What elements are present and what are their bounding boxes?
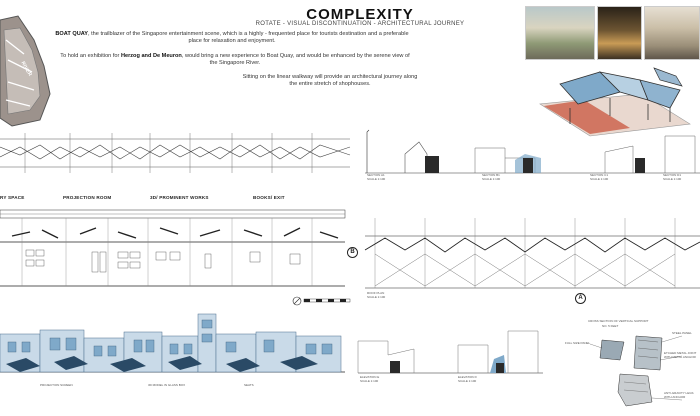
- roof-plan-label: ROOF PLAN: [367, 291, 385, 295]
- street-label-model: 3D MODEL IN GLASS BOX: [148, 383, 186, 387]
- photo-walkway-day: [525, 6, 595, 60]
- section-a1-label: SECTION A1: [367, 173, 385, 177]
- detail-subtitle: NO. 5 FEET: [602, 324, 619, 328]
- street-elevation: [0, 313, 345, 373]
- ground-floor-plan: [0, 209, 346, 287]
- street-label-seats: SEATS: [244, 383, 254, 387]
- intro-paragraph-2: To hold an exhibition for Herzog and De …: [60, 53, 410, 67]
- site-map: [0, 15, 51, 127]
- elevations-pair: [357, 330, 543, 374]
- canopy-sketch: [539, 67, 691, 137]
- section-b1-label: SECTION B1: [482, 173, 500, 177]
- sections-strip: [365, 129, 700, 174]
- intro-p1-text: , the trailblazer of the Singapore enter…: [88, 31, 409, 45]
- marker-a: A: [575, 293, 586, 304]
- zone-label-2: PROJECTION ROOM: [63, 195, 112, 200]
- page-title: COMPLEXITY: [306, 6, 414, 23]
- detail-annotation-steel: STEEL PANEL: [672, 331, 692, 335]
- detail-title: CROSS SECTION OF VERTICAL SUPPORT: [588, 319, 649, 323]
- roof-plan-scale: SCALE 1:100: [367, 295, 386, 299]
- page-subtitle: ROTATE - VISUAL DISCONTINUATION - ARCHIT…: [255, 21, 465, 27]
- intro-p2-post: , would bring a new experience to Boat Q…: [181, 53, 410, 67]
- elevation-f-scale: SCALE 1:100: [458, 379, 477, 383]
- section-b1-scale: SCALE 1:100: [482, 177, 501, 181]
- intro-p2-bold: Herzog and De Meuron: [120, 53, 182, 59]
- support-detail: [589, 335, 683, 407]
- section-c1-scale: SCALE 1:100: [590, 177, 609, 181]
- roof-plan: [364, 218, 700, 289]
- intro-paragraph-3: Sitting on the linear walkway will provi…: [242, 74, 418, 88]
- plan-strip-top: [0, 133, 351, 173]
- photo-walkway-night: [597, 6, 642, 60]
- detail-annotation-panel: FULL SIZE PANEL: [565, 341, 591, 345]
- intro-p2-pre: To hold an exhibition for: [60, 53, 121, 59]
- intro-paragraph-1: BOAT QUAY, the trailblazer of the Singap…: [52, 31, 412, 45]
- elevation-e-label: ELEVATION E: [360, 375, 380, 379]
- section-c1-label: SECTION C1: [590, 173, 609, 177]
- section-a1-scale: SCALE 1:100: [367, 177, 386, 181]
- section-d1-scale: SCALE 1:100: [663, 177, 682, 181]
- scale-bar-plan: [292, 296, 351, 306]
- intro-p1-lead: BOAT QUAY: [55, 31, 89, 37]
- zone-label-3: 3D/ PROMINENT WORKS: [150, 195, 209, 200]
- elevation-f-label: ELEVATION F: [458, 375, 478, 379]
- detail-annotation-joint: ETCHED METAL JOINT WITH METAL ANCHOR: [664, 351, 697, 359]
- marker-b: B: [347, 247, 358, 258]
- elevation-e-scale: SCALE 1:100: [360, 379, 379, 383]
- street-label-screen: PROJECTION SCREEN: [40, 383, 73, 387]
- section-d1-label: SECTION D1: [663, 173, 682, 177]
- detail-annotation-legs: ANTI-GRAVITY LEGS WITH ANCHOR: [664, 391, 694, 399]
- zone-label-4: BOOKS/ EXIT: [253, 195, 285, 200]
- zone-label-1: RY SPACE: [0, 195, 25, 200]
- photo-exhibition: [644, 6, 700, 60]
